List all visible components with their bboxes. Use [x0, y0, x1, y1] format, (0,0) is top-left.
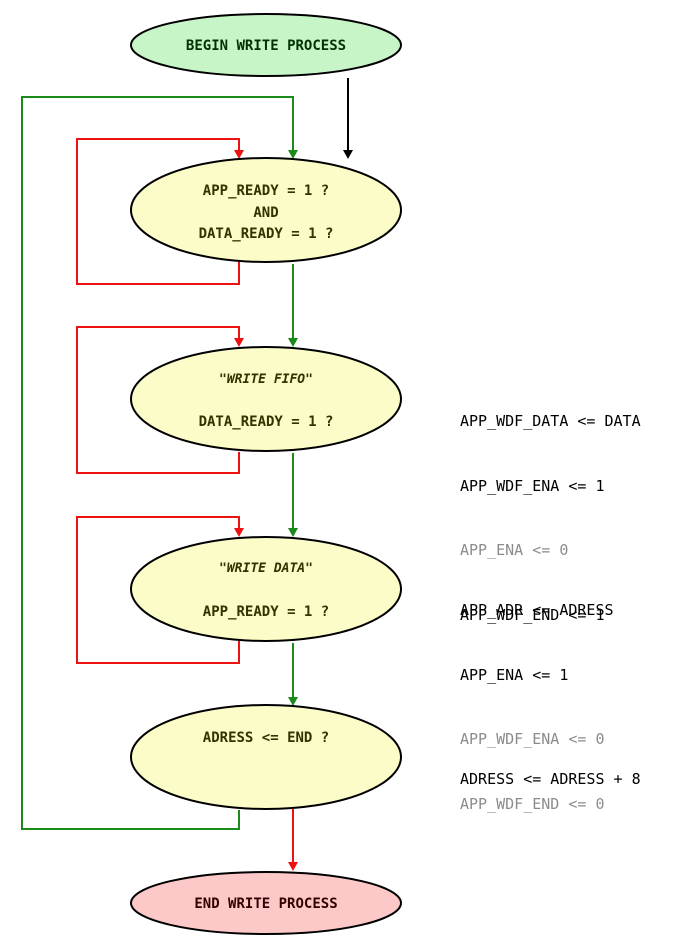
write-fifo-assignments: APP_WDF_DATA <= DATA APP_WDF_ENA <= 1 AP… [460, 368, 641, 648]
note-line: APP_WDF_ENA <= 0 [460, 730, 605, 748]
write-data-title: "WRITE DATA" [219, 561, 313, 576]
arrowhead-address-loop-back [288, 150, 298, 159]
edge-write-fifo-wait-loop [76, 326, 240, 474]
node-write-fifo: "WRITE FIFO" DATA_READY = 1 ? [130, 346, 402, 452]
end-terminal-shape [130, 871, 402, 935]
begin-label: BEGIN WRITE PROCESS [186, 38, 346, 54]
note-line: APP_WDF_END <= 1 [460, 605, 605, 624]
begin-terminal-shape [130, 13, 402, 77]
arrowhead-address-check-to-end [288, 862, 298, 871]
write-fifo-condition: DATA_READY = 1 ? [199, 414, 334, 430]
arrowhead-begin-to-ready-check [343, 150, 353, 159]
arrowhead-write-data-to-address-check [288, 697, 298, 706]
ready-check-line3: DATA_READY = 1 ? [199, 226, 334, 242]
address-check-decision-shape [130, 704, 402, 810]
write-data-condition: APP_READY = 1 ? [203, 604, 329, 620]
address-check-condition: ADRESS <= END ? [203, 730, 329, 746]
write-data-assignments: APP_ADR <= ADRESS APP_ENA <= 1 APP_WDF_E… [460, 557, 614, 837]
ready-check-line1: APP_READY = 1 ? [203, 183, 329, 199]
arrowhead-ready-check-wait-loop [234, 150, 244, 159]
end-label: END WRITE PROCESS [194, 896, 337, 912]
node-begin: BEGIN WRITE PROCESS [130, 13, 402, 77]
node-ready-check: APP_READY = 1 ? AND DATA_READY = 1 ? [130, 157, 402, 263]
edge-ready-check-wait-loop [76, 138, 240, 285]
node-address-check: ADRESS <= END ? [130, 704, 402, 810]
note-line: APP_ADR <= ADRESS [460, 601, 614, 619]
node-write-data: "WRITE DATA" APP_READY = 1 ? [130, 536, 402, 642]
note-line: APP_WDF_END <= 0 [460, 794, 605, 813]
write-fifo-decision-shape [130, 346, 402, 452]
write-data-decision-shape [130, 536, 402, 642]
arrowhead-ready-check-to-write-fifo [288, 338, 298, 347]
edge-write-data-wait-loop [76, 516, 240, 664]
arrowhead-write-fifo-to-write-data [288, 528, 298, 537]
ready-check-decision-shape [130, 157, 402, 263]
edge-address-loop-back [21, 96, 294, 830]
arrowhead-write-data-wait-loop [234, 528, 244, 537]
edges [21, 78, 353, 871]
note-line: ADRESS <= ADRESS + 8 [460, 770, 641, 788]
note-line: APP_ENA <= 0 [460, 541, 569, 559]
note-line: APP_ENA <= 1 [460, 665, 569, 684]
note-line: APP_WDF_ENA <= 1 [460, 476, 605, 495]
address-check-assignments: ADRESS <= ADRESS + 8 [460, 726, 641, 812]
note-line: APP_WDF_DATA <= DATA [460, 412, 641, 430]
ready-check-line2: AND [253, 205, 278, 221]
node-end: END WRITE PROCESS [130, 871, 402, 935]
write-fifo-title: "WRITE FIFO" [219, 372, 313, 387]
arrowhead-write-fifo-wait-loop [234, 338, 244, 347]
